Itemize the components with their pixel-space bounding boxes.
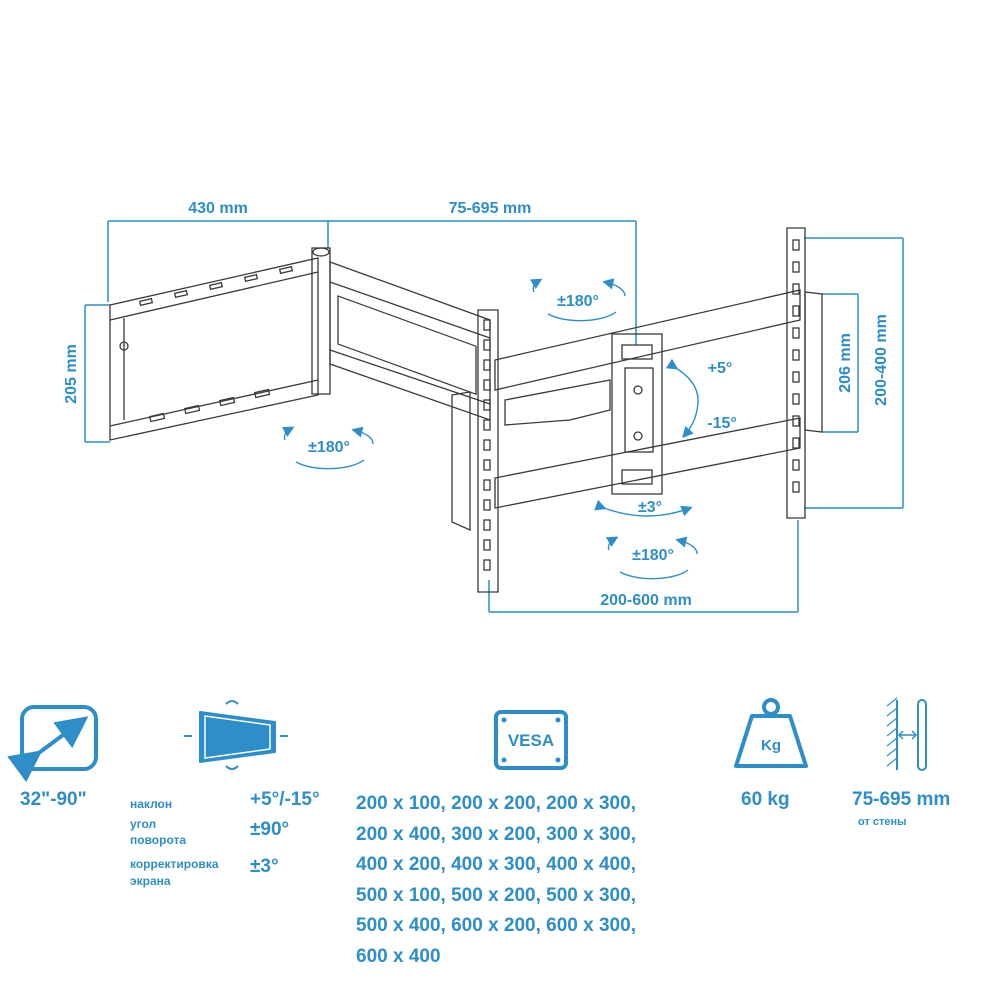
- left-bracket-holes: [483, 319, 491, 571]
- diagonal-size-icon: [7, 705, 98, 783]
- dim-plate-height: 206 mm: [837, 333, 854, 393]
- mount-linework: [109, 227, 823, 593]
- vesa-size-row: 500 x 100, 500 x 200, 500 x 300,: [356, 884, 636, 906]
- wall-distance-icon: [886, 697, 927, 771]
- rotation-arrows: [281, 278, 699, 580]
- level-label-2: экрана: [130, 874, 171, 888]
- tilt-rotate-screen-icon: [184, 700, 288, 770]
- rot-arm-swivel: ±180°: [557, 293, 599, 310]
- wall-distance-label: от стены: [858, 816, 907, 828]
- swivel-label-2: поворота: [130, 833, 187, 847]
- vesa-size-row: 200 x 400, 300 x 200, 300 x 300,: [356, 823, 636, 845]
- level-value: ±3°: [250, 856, 279, 877]
- vesa-size-row: 200 x 100, 200 x 200, 200 x 300,: [356, 793, 636, 814]
- dim-vesa-vertical: 200-400 mm: [873, 314, 890, 406]
- screen-size-value: 32"-90": [20, 789, 87, 810]
- tilt-value: +5°/-15°: [250, 789, 320, 810]
- tilt-down-label: -15°: [707, 415, 737, 432]
- dim-vesa-horizontal: 200-600 mm: [600, 592, 692, 609]
- right-bracket-holes: [792, 239, 800, 493]
- rot-wall-swivel: ±180°: [308, 439, 350, 456]
- tilt-up-label: +5°: [708, 360, 733, 377]
- vesa-icon: VESA: [494, 710, 568, 770]
- vesa-size-row: 400 x 200, 400 x 300, 400 x 400,: [356, 854, 636, 875]
- vesa-sizes-list: 200 x 100, 200 x 200, 200 x 300, 200 x 4…: [356, 789, 716, 972]
- weight-icon: Kg: [734, 698, 808, 768]
- wall-plate-slots: [138, 265, 294, 423]
- dim-wall-width: 430 mm: [188, 200, 248, 217]
- swivel-label-1: угол: [130, 817, 157, 831]
- dim-extension: 75-695 mm: [449, 200, 532, 217]
- level-label: ±3°: [638, 499, 662, 516]
- wall-distance-value: 75-695 mm: [852, 789, 951, 810]
- dimension-lines: [84, 220, 904, 613]
- dim-wall-height: 205 mm: [63, 344, 80, 404]
- vesa-badge: VESA: [508, 731, 554, 750]
- weight-value: 60 kg: [741, 789, 790, 810]
- level-label-1: корректировка: [130, 857, 219, 871]
- vesa-size-row: 600 x 400: [356, 945, 441, 967]
- tilt-label: наклон: [130, 797, 173, 811]
- swivel-value: ±90°: [250, 819, 290, 840]
- weight-badge: Kg: [761, 737, 781, 754]
- rot-bottom-swivel: ±180°: [632, 547, 674, 564]
- vesa-size-row: 500 x 400, 600 x 200, 600 x 300,: [356, 915, 636, 936]
